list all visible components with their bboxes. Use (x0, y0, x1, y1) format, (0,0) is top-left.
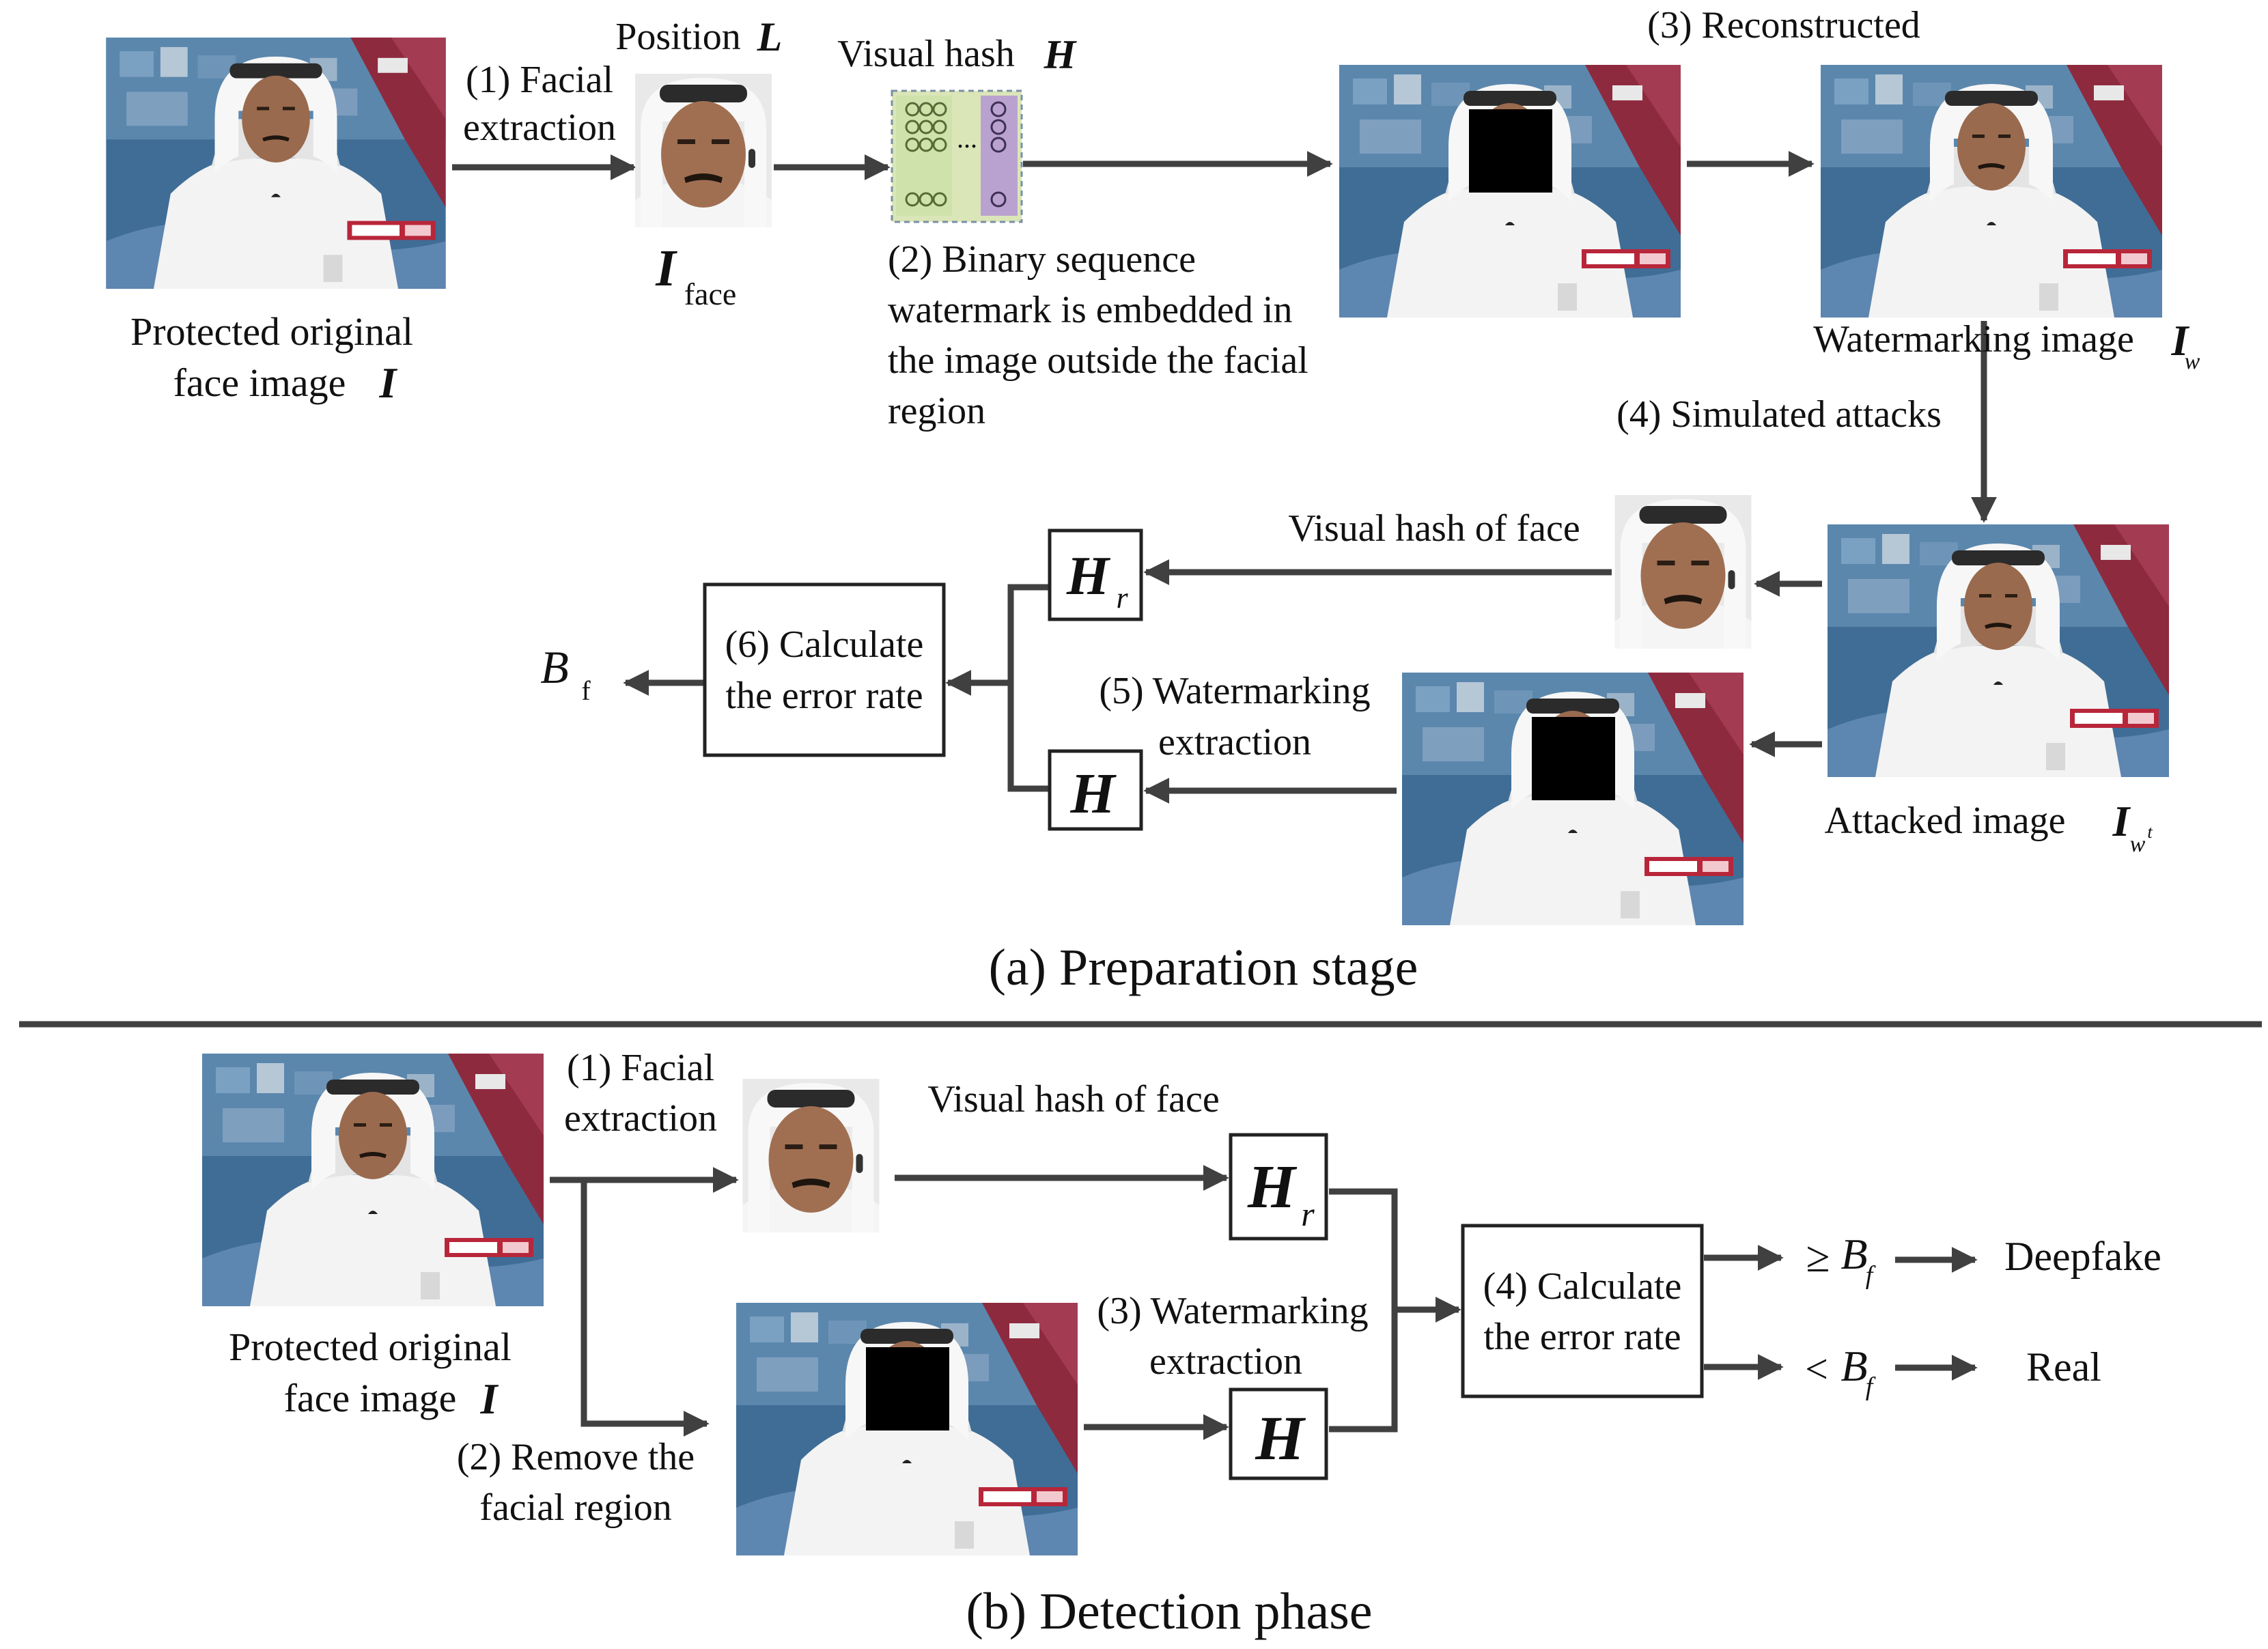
prep-iface-symbol: I (655, 240, 677, 297)
detect-error-rate-box (1461, 1224, 1704, 1398)
prep-attacked-symbol: I (2112, 797, 2131, 845)
detection-phase: Protected original face image I (1) Faci… (202, 1047, 2161, 1640)
prep-hash-ellipsis: ... (957, 123, 977, 154)
detect-face-removed-photo (736, 1303, 1078, 1555)
detect-ge-bf-symbol: B (1840, 1230, 1867, 1278)
prep-attacked-subscript: w (2130, 832, 2146, 857)
prep-step2-line4: region (888, 390, 985, 432)
detect-hr-symbol: H (1247, 1153, 1298, 1221)
detect-real-label: Real (2026, 1344, 2101, 1390)
news-anchor-photo (106, 38, 446, 289)
detect-step4-line1: (4) Calculate (1483, 1265, 1682, 1308)
prep-step2-line3: the image outside the facial (888, 339, 1308, 382)
prep-error-rate-box (703, 582, 946, 757)
detect-orig-label-1: Protected original (229, 1325, 512, 1369)
prep-vhash-face-label: Visual hash of face (1288, 507, 1580, 550)
prep-step5-line2: extraction (1158, 721, 1311, 763)
detect-step3-line1: (3) Watermarking (1097, 1290, 1368, 1332)
detect-vhash-face-label: Visual hash of face (927, 1078, 1219, 1121)
detect-hr-box (1229, 1133, 1328, 1241)
prep-position-label: Position (615, 16, 741, 58)
detect-ge-bf-subscript: f (1866, 1261, 1876, 1290)
prep-hr-symbol: H (1066, 546, 1111, 606)
prep-step3-label: (3) Reconstructed (1647, 4, 1920, 46)
detect-step4-line2: the error rate (1483, 1316, 1681, 1358)
detect-step2-line1: (2) Remove the (457, 1436, 695, 1478)
prep-step6-line1: (6) Calculate (725, 623, 924, 666)
watermarked-photo (1821, 65, 2162, 318)
attacked-face-crop-photo (1614, 495, 1752, 649)
detect-original-photo (202, 1054, 544, 1306)
prep-position-symbol: L (757, 14, 783, 59)
prep-orig-symbol: I (379, 358, 398, 407)
detect-orig-label-2: face image (284, 1376, 457, 1420)
detect-lt-bf-subscript: f (1866, 1372, 1876, 1401)
preparation-stage: Protected original face image I (1) Faci… (106, 4, 2200, 996)
detect-caption: (b) Detection phase (966, 1583, 1372, 1640)
prep-h-symbol: H (1069, 762, 1117, 826)
prep-line-hr-to-merge (1007, 584, 1048, 792)
prep-step1-line2: extraction (463, 107, 616, 149)
prep-bf-subscript: f (581, 675, 591, 706)
detect-line-branch-down (580, 1180, 710, 1437)
detect-step2-line2: facial region (479, 1486, 671, 1529)
prep-hash-label: Visual hash (837, 33, 1015, 75)
prep-wm-subscript: w (2185, 349, 2200, 374)
prep-orig-label-1: Protected original (130, 309, 413, 354)
detect-face-crop-photo (742, 1079, 880, 1232)
detect-hr-subscript: r (1301, 1195, 1315, 1233)
detect-step3-line2: extraction (1149, 1340, 1302, 1383)
prep-wm-symbol: I (2171, 316, 2190, 365)
prep-hr-box (1048, 528, 1143, 621)
prep-step5-line1: (5) Watermarking (1099, 670, 1370, 712)
detect-lt-symbol: < (1805, 1347, 1828, 1392)
detect-step1-line1: (1) Facial (567, 1047, 714, 1089)
prep-bf-symbol: B (540, 641, 569, 693)
prep-attacked-superscript: t (2147, 822, 2153, 842)
flow-arrows (452, 151, 1997, 1440)
face-crop-photo (635, 74, 772, 227)
detect-step1-line2: extraction (564, 1097, 717, 1140)
prep-attacked-label: Attacked image (1825, 800, 2066, 842)
binary-hash-grid: ... (891, 89, 1023, 223)
prep-wm-label: Watermarking image (1813, 318, 2134, 361)
detect-orig-symbol: I (480, 1375, 499, 1423)
detect-lt-bf-symbol: B (1840, 1342, 1867, 1390)
prep-caption: (a) Preparation stage (989, 939, 1418, 996)
prep-step2-line2: watermark is embedded in (888, 289, 1292, 331)
detect-ge-symbol: ≥ (1806, 1232, 1830, 1281)
attacked-photo (1828, 524, 2169, 777)
detect-h-symbol: H (1255, 1403, 1306, 1473)
prep-hash-symbol: H (1044, 32, 1078, 77)
prep-orig-label-2: face image (173, 361, 346, 405)
prep-step1-line1: (1) Facial (466, 59, 613, 101)
prep-iface-subscript: face (684, 277, 737, 311)
detect-deepfake-label: Deepfake (2004, 1234, 2161, 1279)
prep-h-box (1048, 749, 1143, 831)
prep-step4-label: (4) Simulated attacks (1616, 393, 1942, 436)
attacked-face-removed-photo (1402, 673, 1744, 925)
prep-step6-line2: the error rate (725, 675, 923, 717)
prep-step2-line1: (2) Binary sequence (888, 238, 1196, 281)
detect-h-box (1229, 1387, 1328, 1480)
face-removed-photo (1339, 65, 1681, 318)
prep-original-image (106, 38, 446, 289)
prep-hr-subscript: r (1116, 581, 1128, 615)
